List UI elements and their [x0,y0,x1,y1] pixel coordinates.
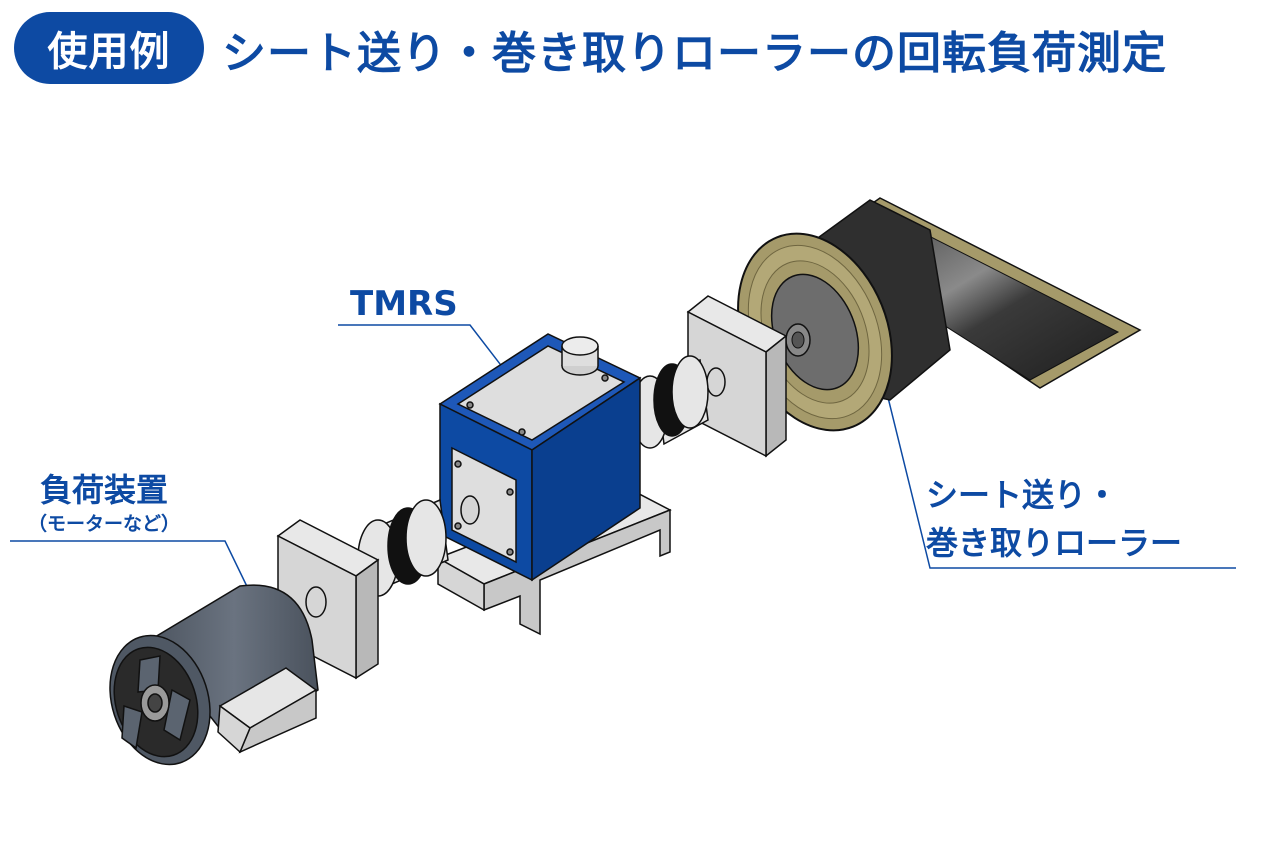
page-title: シート送り・巻き取りローラーの回転負荷測定 [222,28,1167,79]
motor [109,584,319,766]
label-tmrs: TMRS [350,284,458,324]
label-roller-line1: シート送り・ [926,476,1119,514]
coupling-left [357,498,449,597]
label-load-device: 負荷装置 [40,471,169,509]
tmrs-box [438,333,642,582]
label-roller-line2: 巻き取りローラー [926,524,1183,562]
leader-roller [879,364,1236,569]
usage-example-badge: 使用例 [14,12,204,84]
label-load-device-sub: （モーターなど） [28,513,181,535]
coupling-right [631,355,709,449]
tmrs-side [531,376,641,582]
leader-load-device [10,540,256,604]
bracket-right [686,295,788,458]
